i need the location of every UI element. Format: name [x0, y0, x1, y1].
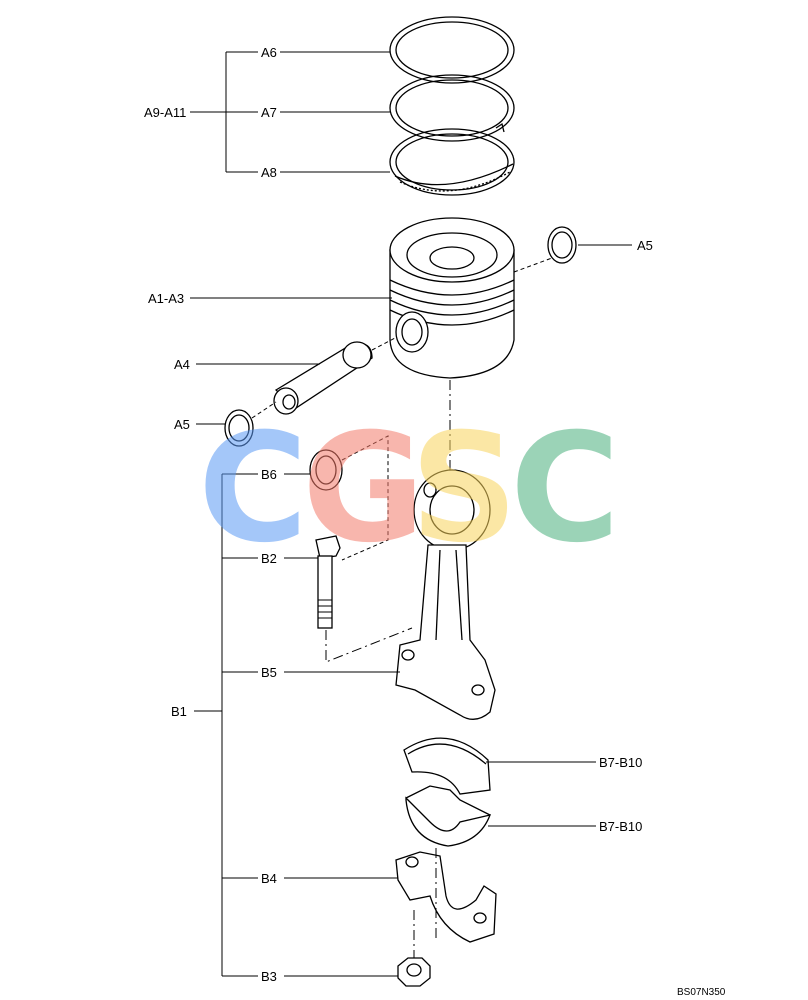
piston-ring-a7	[389, 74, 515, 142]
watermark-letter-2: G	[302, 402, 425, 576]
piston-ring-a6	[389, 16, 515, 84]
piston-pin	[273, 341, 373, 415]
snap-ring-a5-top	[547, 226, 577, 264]
label-a8: A8	[261, 165, 277, 180]
label-a1-a3: A1-A3	[148, 291, 184, 306]
part-labels: A6 A7 A8 A9-A11 A5 A1-A3 A4 A5 B6 B2 B5 …	[144, 45, 726, 998]
snap-ring-a5-left	[224, 409, 254, 447]
piston-ring-a8	[389, 128, 515, 196]
label-b2: B2	[261, 551, 277, 566]
label-a7: A7	[261, 105, 277, 120]
piston	[389, 217, 515, 379]
label-b5: B5	[261, 665, 277, 680]
label-b4: B4	[261, 871, 277, 886]
label-b1: B1	[171, 704, 187, 719]
bearing-shell-lower	[405, 785, 492, 847]
rod-cap-b4	[395, 851, 497, 943]
label-b3: B3	[261, 969, 277, 984]
watermark-letter-4: C	[510, 402, 620, 576]
label-a9-a11: A9-A11	[144, 105, 186, 120]
bushing-b6	[309, 449, 343, 491]
label-a5-top: A5	[637, 238, 653, 253]
b-group-leader-lines	[194, 473, 400, 977]
bearing-shell-upper	[403, 737, 491, 795]
label-b7-b10-bottom: B7-B10	[599, 819, 642, 834]
label-a4: A4	[174, 357, 190, 372]
label-a6: A6	[261, 45, 277, 60]
drawing-code: BS07N350	[677, 987, 726, 998]
rings-leader-lines	[190, 51, 390, 173]
label-a5-left: A5	[174, 417, 190, 432]
connecting-rod	[395, 469, 496, 720]
watermark: C G S C	[198, 402, 620, 576]
watermark-letter-3: S	[410, 402, 518, 576]
bolt-b2	[315, 535, 341, 629]
label-b6: B6	[261, 467, 277, 482]
nut-b3	[397, 957, 431, 987]
watermark-letter-1: C	[198, 402, 308, 576]
label-b7-b10-top: B7-B10	[599, 755, 642, 770]
